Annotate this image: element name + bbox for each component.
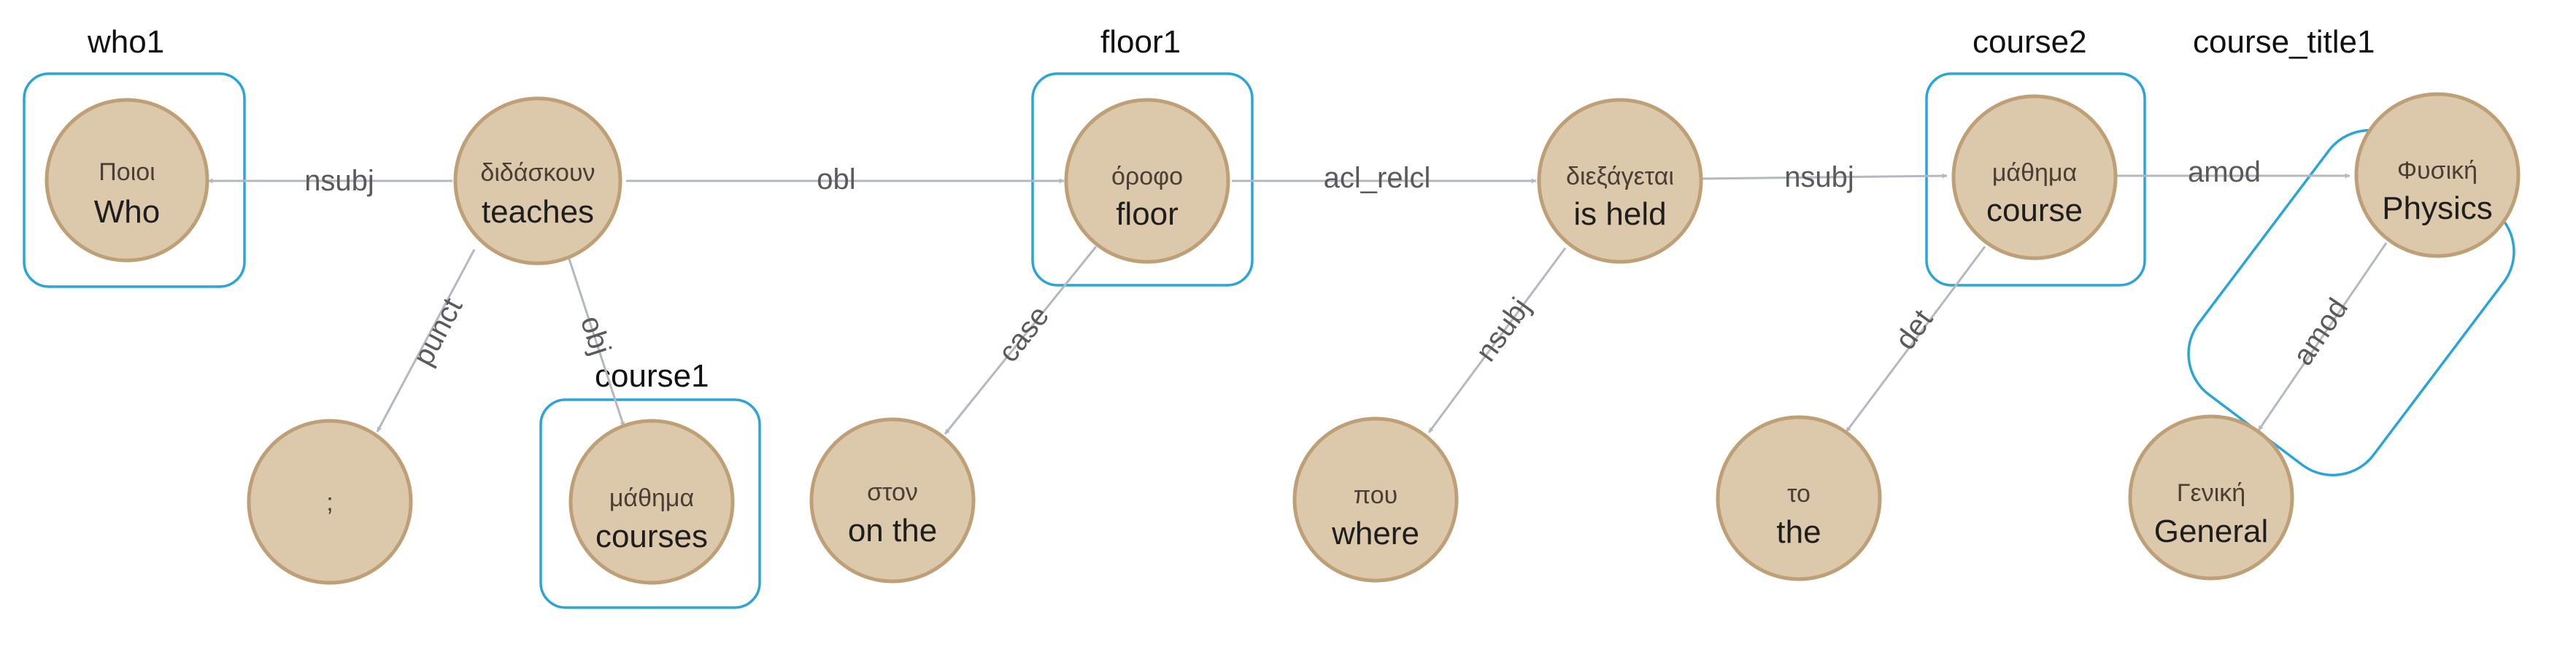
group-floor1[interactable]: floor1 (1031, 24, 1254, 287)
node-teaches-circle (453, 96, 622, 266)
group-course1-label: course1 (595, 358, 709, 394)
node-teaches[interactable]: διδάσκουν teaches (453, 96, 622, 266)
node-the-circle (1716, 415, 1882, 581)
edge-course-the-label: det (1889, 304, 1939, 356)
node-question-mark-greek: ; (326, 489, 333, 516)
edge-is-held-where[interactable]: nsubj (1427, 247, 1567, 433)
edge-course-physics-label: amod (2188, 156, 2261, 188)
node-course-greek: μάθημα (1992, 159, 2077, 187)
node-general-circle (2128, 414, 2294, 581)
edge-teaches-who[interactable]: nsubj (207, 165, 452, 197)
group-course1-box (539, 398, 761, 609)
edge-is-held-course[interactable]: nsubj (1701, 161, 1948, 193)
group-course2-box (1925, 72, 2146, 287)
node-question-mark[interactable]: ; (247, 419, 413, 585)
node-on-the-circle (809, 417, 976, 584)
node-floor-english: floor (1116, 196, 1179, 232)
node-floor-circle (1064, 98, 1230, 264)
edge-teaches-who-label: nsubj (304, 165, 374, 197)
edge-floor-is-held[interactable]: acl_relcl (1232, 162, 1537, 194)
node-the-greek: το (1787, 480, 1810, 508)
node-floor-greek: όροφο (1111, 163, 1183, 190)
edge-physics-general-line (2257, 242, 2388, 431)
node-where[interactable]: που where (1292, 416, 1459, 583)
node-where-english: where (1331, 516, 1419, 551)
node-where-greek: που (1354, 481, 1397, 509)
edge-course-the[interactable]: det (1845, 246, 1986, 433)
node-course[interactable]: μάθημα course (1951, 94, 2118, 260)
group-course_title1-label: course_title1 (2193, 24, 2375, 60)
edge-is-held-where-label: nsubj (1470, 292, 1537, 367)
edge-physics-general[interactable]: amod (2257, 242, 2388, 431)
node-physics[interactable]: Φυσική Physics (2354, 92, 2521, 258)
node-the-english: the (1776, 514, 1821, 550)
group-who1-label: who1 (87, 24, 164, 60)
node-is-held-english: is held (1573, 196, 1666, 232)
edge-teaches-qmark-line (376, 249, 476, 433)
node-question-mark-circle (247, 419, 413, 585)
edge-is-held-where-line (1427, 247, 1567, 433)
node-floor[interactable]: όροφο floor (1064, 98, 1230, 264)
node-who-circle (45, 98, 209, 263)
edge-teaches-courses[interactable]: obj (568, 258, 625, 427)
group-course2-label: course2 (1973, 24, 2087, 60)
node-courses-circle (568, 419, 735, 585)
edge-teaches-floor-label: obl (817, 163, 855, 195)
edge-floor-on-the-line (944, 246, 1098, 435)
node-courses[interactable]: μάθημα courses (568, 419, 735, 585)
edge-is-held-course-line (1701, 173, 1948, 180)
edge-floor-is-held-label: acl_relcl (1324, 162, 1431, 194)
edge-floor-on-the[interactable]: case (944, 246, 1098, 435)
node-is-held[interactable]: διεξάγεται is held (1537, 98, 1703, 264)
node-the[interactable]: το the (1716, 415, 1882, 581)
node-where-circle (1292, 416, 1459, 583)
node-is-held-circle (1537, 98, 1703, 264)
node-who[interactable]: Ποιοι Who (45, 98, 209, 263)
node-general[interactable]: Γενική General (2128, 414, 2294, 581)
edge-teaches-courses-label: obj (574, 312, 617, 359)
node-who-greek: Ποιοι (99, 158, 155, 186)
edge-course-physics[interactable]: amod (2113, 156, 2351, 188)
node-is-held-greek: διεξάγεται (1566, 163, 1674, 190)
edge-is-held-course-label: nsubj (1784, 161, 1854, 193)
edge-teaches-qmark[interactable]: punct (376, 249, 476, 433)
edge-teaches-courses-line (568, 258, 625, 427)
group-course2[interactable]: course2 (1925, 24, 2146, 287)
edge-teaches-floor[interactable]: obl (626, 163, 1065, 195)
node-on-the-greek: στον (867, 478, 918, 506)
node-teaches-english: teaches (482, 194, 594, 230)
node-course-english: course (1986, 193, 2083, 228)
node-physics-english: Physics (2382, 190, 2493, 226)
group-floor1-box (1031, 72, 1254, 287)
group-floor1-label: floor1 (1100, 24, 1181, 60)
edge-teaches-qmark-label: punct (407, 292, 469, 371)
edge-course-the-line (1845, 246, 1986, 433)
node-courses-greek: μάθημα (609, 484, 694, 512)
node-teaches-greek: διδάσκουν (480, 159, 595, 187)
node-physics-circle (2354, 92, 2521, 258)
node-course-circle (1951, 94, 2118, 260)
group-course1[interactable]: course1 (539, 358, 761, 609)
node-on-the[interactable]: στον on the (809, 417, 976, 584)
node-who-english: Who (94, 194, 160, 230)
node-general-english: General (2154, 513, 2269, 549)
node-general-greek: Γενική (2177, 479, 2245, 507)
node-on-the-english: on the (848, 513, 937, 549)
edge-physics-general-label: amod (2287, 292, 2354, 371)
node-physics-greek: Φυσική (2397, 157, 2477, 185)
node-courses-english: courses (595, 519, 708, 554)
